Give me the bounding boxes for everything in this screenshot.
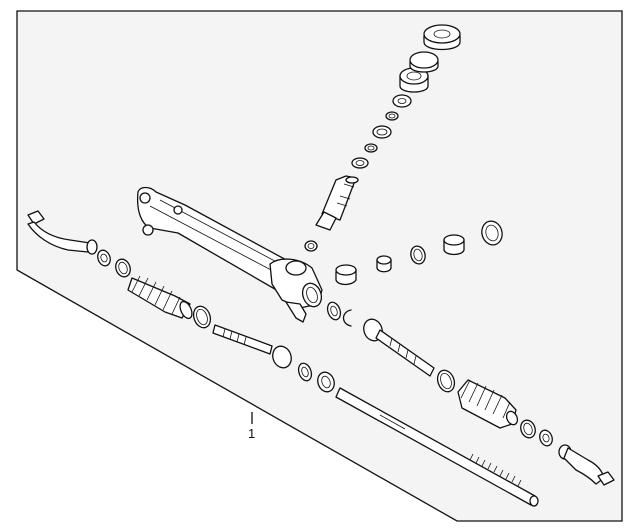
boot-clamp-right[interactable]: [435, 368, 458, 394]
center-washer[interactable]: [325, 300, 342, 321]
tie-rod-end-left[interactable]: [27, 210, 98, 255]
bushing-left[interactable]: [315, 370, 337, 394]
clamp-ring-right[interactable]: [518, 418, 537, 440]
pinion-nut[interactable]: [304, 240, 318, 252]
steering-gear-housing[interactable]: [136, 186, 325, 323]
diagram-panel: [16, 10, 623, 522]
inner-tie-rod-right[interactable]: [361, 317, 435, 377]
bellows-boot-right[interactable]: [457, 379, 519, 429]
callout-number: 1: [248, 426, 255, 441]
inner-tie-rod-left[interactable]: [212, 324, 294, 370]
washer-left[interactable]: [96, 248, 113, 267]
adjuster-plug[interactable]: [443, 234, 465, 256]
bearing-stack[interactable]: [351, 94, 412, 169]
boot-clamp-left[interactable]: [191, 304, 214, 330]
o-ring-large[interactable]: [479, 219, 505, 247]
tie-rod-end-right[interactable]: [558, 444, 615, 486]
rack-guide[interactable]: [335, 264, 357, 286]
pinion-shaft[interactable]: [315, 175, 359, 231]
jam-nut-right[interactable]: [538, 428, 555, 447]
dust-seal[interactable]: [409, 51, 439, 73]
clamp-ring-left[interactable]: [113, 257, 132, 279]
rack-bar[interactable]: [335, 387, 539, 507]
bellows-boot-left[interactable]: [127, 275, 194, 320]
o-ring-small[interactable]: [409, 244, 427, 265]
guide-spring[interactable]: [376, 255, 392, 273]
snap-ring[interactable]: [342, 309, 352, 327]
seal-ring-left[interactable]: [296, 361, 313, 382]
top-cap[interactable]: [423, 24, 461, 51]
